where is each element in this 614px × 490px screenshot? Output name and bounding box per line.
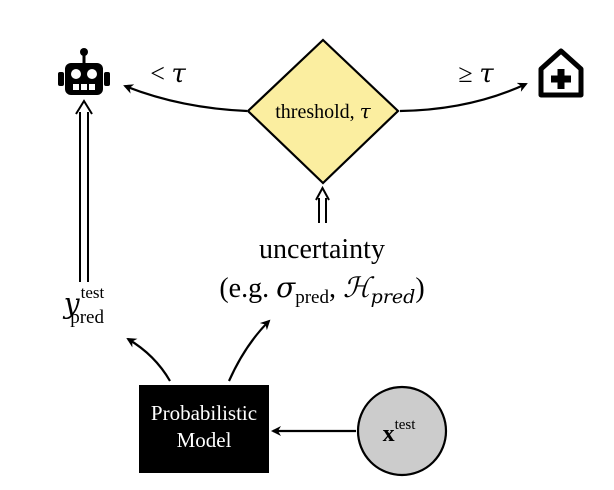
model-label-line2: Model (177, 428, 232, 452)
below-threshold-label: < τ (150, 59, 186, 89)
input-label: xtest (383, 417, 417, 447)
below-threshold-arrow (123, 84, 248, 113)
threshold-diamond (246, 38, 400, 185)
above-threshold-arrow (399, 82, 528, 113)
model-to-prediction-arrow (126, 337, 171, 382)
uncertainty-to-threshold-double-arrow (315, 185, 330, 223)
uncertainty-examples: (e.g. σpred, ℋpred) (219, 271, 424, 308)
above-threshold-label: ≥ τ (458, 59, 494, 89)
threshold-label: threshold, τ (275, 99, 371, 123)
hospital-icon (538, 48, 584, 98)
prediction-to-robot-double-arrow (75, 99, 93, 282)
test-input-node: xtest (356, 385, 448, 477)
model-label-line1: Probabilistic (151, 401, 257, 425)
probabilistic-model-box: Probabilistic Model (139, 385, 269, 473)
threshold-decision-node: threshold, τ (246, 38, 400, 185)
uncertainty-title: uncertainty (259, 234, 385, 265)
model-to-uncertainty-arrow (227, 319, 271, 382)
robot-icon (58, 48, 110, 95)
